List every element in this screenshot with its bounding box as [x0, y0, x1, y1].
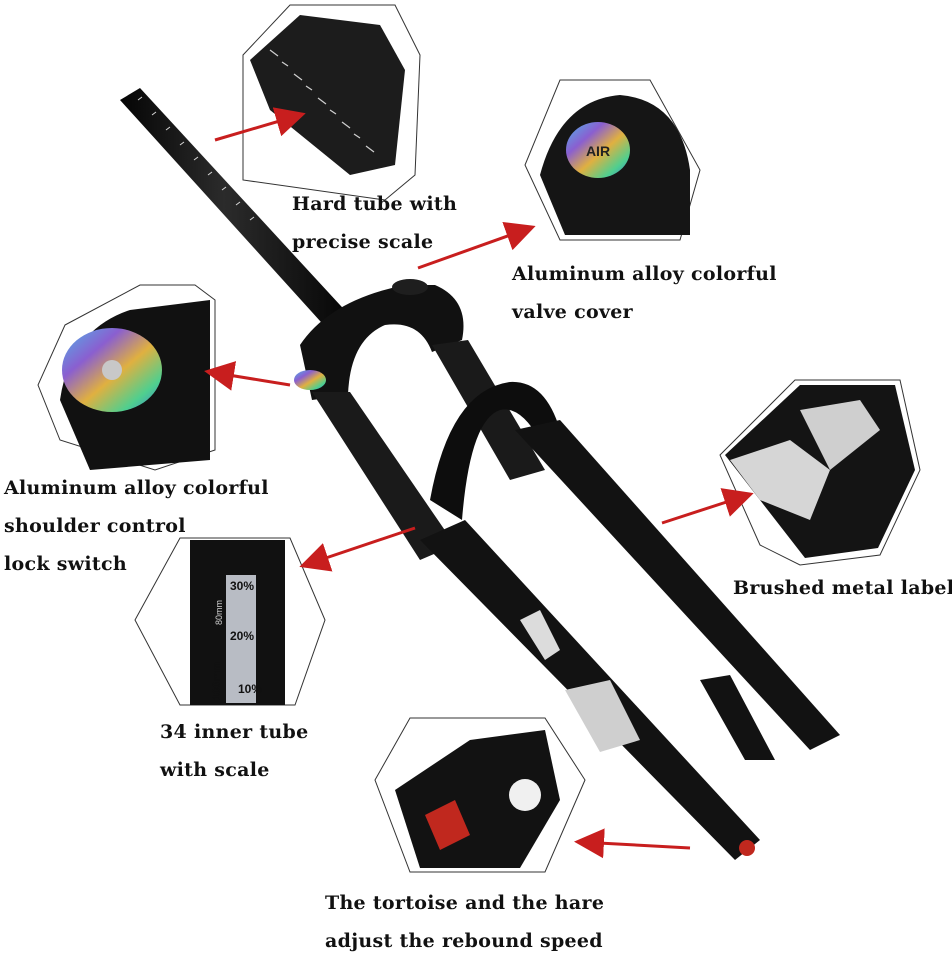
valve-text: AIR	[586, 143, 610, 159]
arrow-valve-cover	[417, 221, 536, 270]
fork-crown	[300, 285, 464, 400]
arrow-metal-label	[661, 488, 754, 525]
label-rebound-line-1: The tortoise and the hare	[325, 892, 605, 914]
scale-mark-30: 30%	[230, 579, 254, 593]
label-metal-label-line-1: Brushed metal label	[733, 577, 952, 599]
inset-inner-tube: 30% 20% 10% 100mm 80mm	[134, 537, 326, 706]
label-lock-switch-line-1: Aluminum alloy colorful	[4, 477, 269, 499]
label-lock-switch-line-2: shoulder control	[4, 515, 186, 537]
label-valve-cover-line-2: valve cover	[512, 301, 633, 323]
steerer-tube	[120, 88, 352, 332]
lock-switch-knob	[294, 370, 326, 390]
left-stanchion	[312, 392, 455, 560]
label-rebound: The tortoise and the hare adjust the reb…	[325, 884, 604, 960]
label-metal-label: Brushed metal label	[733, 569, 952, 607]
label-inner-tube: 34 inner tube with scale	[160, 713, 308, 789]
callout-arrows	[204, 107, 754, 859]
fork-decal-2	[565, 680, 640, 752]
label-lock-switch: Aluminum alloy colorful shoulder control…	[4, 469, 269, 583]
scale-mark-20: 20%	[230, 629, 254, 643]
arrow-inner-tube	[299, 526, 416, 572]
label-hard-tube-line-2: precise scale	[292, 231, 434, 253]
arrow-lock-switch	[204, 361, 291, 391]
inset-lock-switch	[37, 284, 216, 471]
label-inner-tube-line-1: 34 inner tube	[160, 721, 309, 743]
label-hard-tube-line-1: Hard tube with	[292, 193, 458, 215]
right-lower-leg	[515, 420, 840, 750]
label-valve-cover-line-1: Aluminum alloy colorful	[512, 263, 777, 285]
label-rebound-line-2: adjust the rebound speed	[325, 930, 603, 952]
suspension-fork	[120, 88, 840, 860]
label-inner-tube-line-2: with scale	[160, 759, 270, 781]
steerer-scale	[137, 96, 255, 221]
label-hard-tube: Hard tube with precise scale	[292, 185, 457, 261]
scale-length: 100mm	[211, 662, 223, 700]
arrow-rebound	[574, 828, 691, 859]
rebound-knob-closeup	[425, 800, 470, 850]
scale-mid: 80mm	[214, 600, 224, 625]
rebound-knob	[739, 840, 755, 856]
fork-decal	[520, 610, 560, 660]
fork-arch	[430, 381, 560, 520]
arrow-hard-tube	[214, 107, 306, 142]
scale-mark-10: 10%	[238, 682, 262, 696]
label-lock-switch-line-3: lock switch	[4, 553, 127, 575]
inset-rebound	[374, 717, 586, 873]
inset-hard-tube	[242, 4, 421, 201]
inset-valve-cover: AIR	[524, 79, 701, 241]
inset-metal-label	[719, 379, 921, 566]
valve-cap	[566, 122, 630, 178]
label-valve-cover: Aluminum alloy colorful valve cover	[512, 255, 777, 331]
